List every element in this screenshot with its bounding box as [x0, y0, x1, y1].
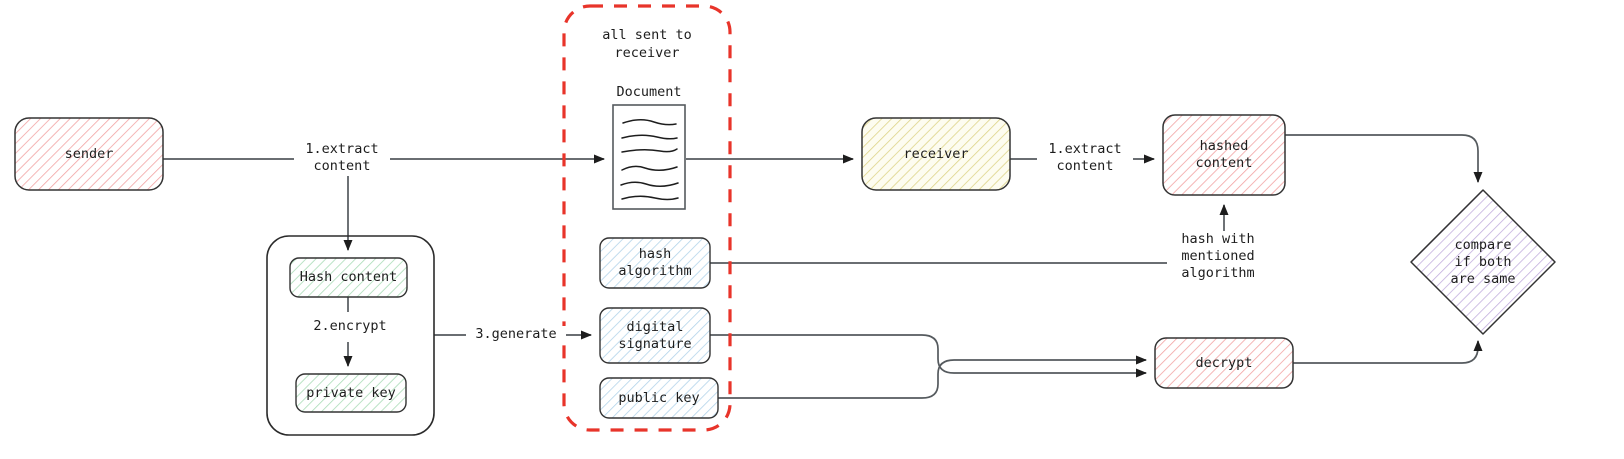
all-sent-to-receiver-group	[562, 4, 732, 432]
edge-publickey-to-decrypt	[718, 355, 1147, 399]
node-receiver[interactable]	[861, 117, 1011, 191]
node-digital-signature[interactable]	[599, 307, 711, 364]
edge-decrypt-to-compare	[1293, 340, 1483, 364]
node-compare-decision[interactable]	[1410, 189, 1556, 335]
node-sender[interactable]	[14, 117, 164, 191]
edge-hashedcontent-to-compare	[1285, 134, 1483, 183]
node-hash-content[interactable]	[289, 257, 408, 298]
node-hash-algorithm[interactable]	[599, 237, 711, 289]
node-private-key[interactable]	[295, 373, 407, 413]
node-public-key[interactable]	[599, 377, 719, 419]
node-hashed-content[interactable]	[1162, 114, 1286, 196]
sender-subgraph-container	[266, 235, 435, 436]
node-document[interactable]	[612, 104, 686, 210]
node-decrypt[interactable]	[1154, 337, 1294, 389]
edge-signature-to-decrypt	[710, 334, 1147, 378]
